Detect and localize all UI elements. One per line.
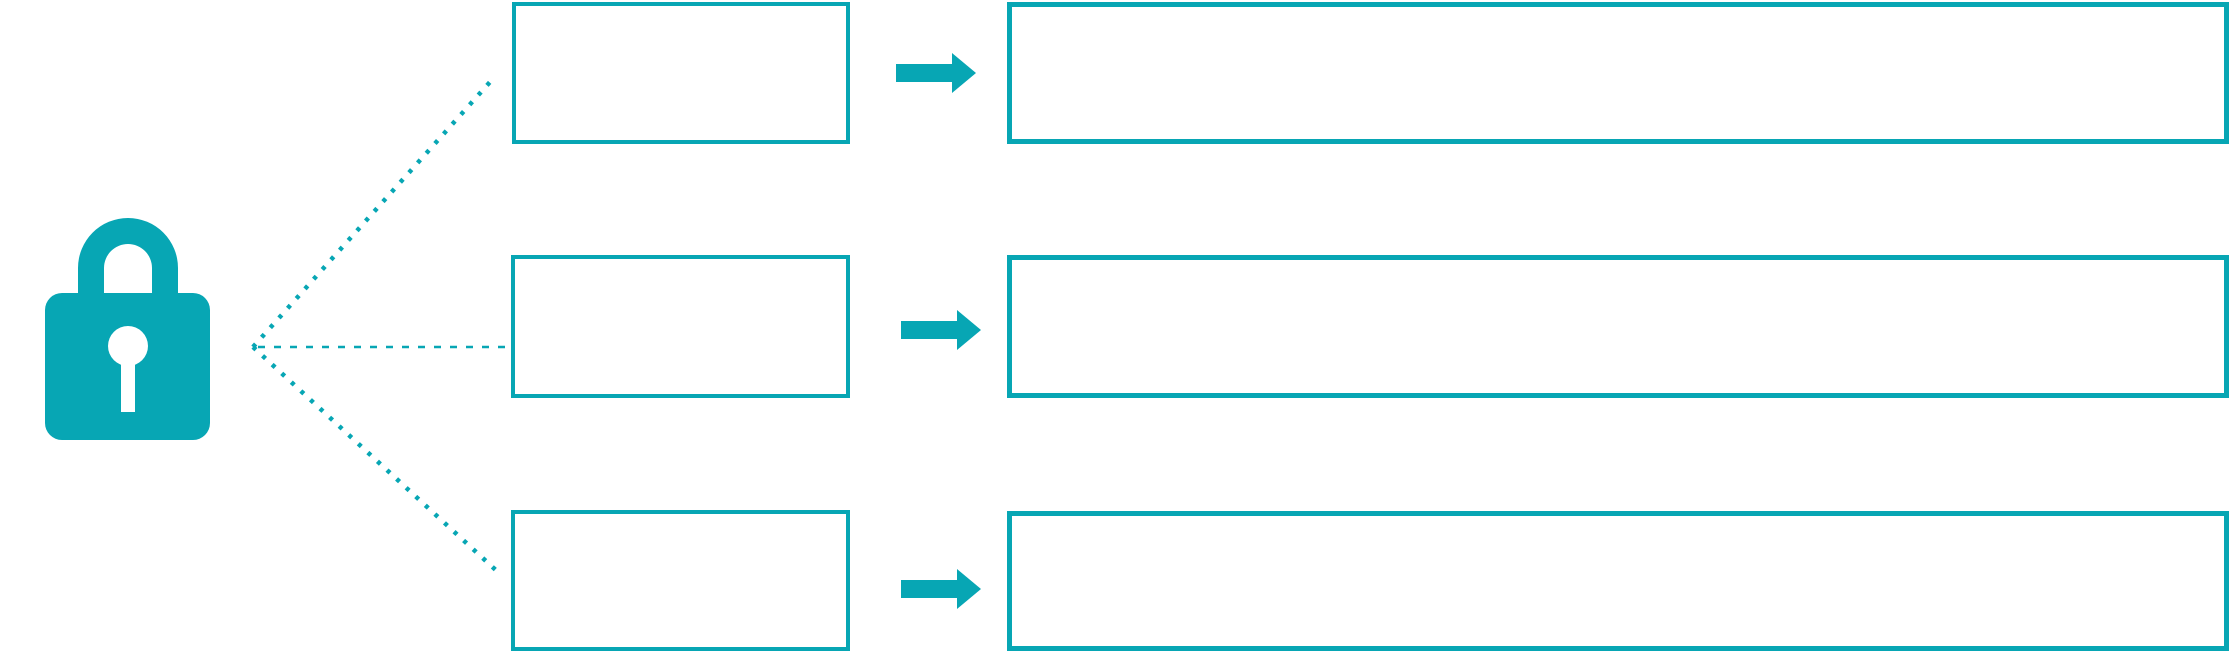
definition-box-3 — [1007, 511, 2229, 651]
definition-box-2 — [1007, 255, 2229, 398]
arrow-right-icon — [896, 53, 976, 93]
arrow-right-icon — [901, 310, 981, 350]
term-box-3 — [511, 510, 850, 651]
term-box-1 — [512, 2, 850, 144]
lock-icon — [45, 218, 210, 440]
definition-box-1 — [1007, 2, 2229, 144]
term-box-2 — [511, 255, 850, 398]
connector-line-bottom — [251, 345, 501, 575]
connector-line-top — [251, 80, 492, 349]
arrow-right-icon — [901, 569, 981, 609]
